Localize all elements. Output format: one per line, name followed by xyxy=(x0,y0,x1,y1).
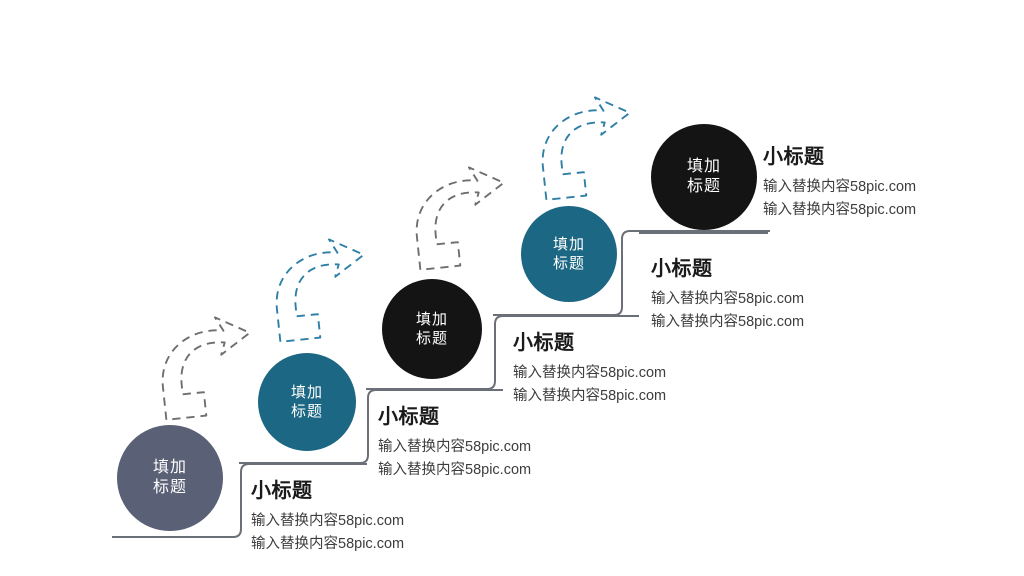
connector-step-1 xyxy=(112,463,367,538)
step-text-4-line-1: 输入替换内容58pic.com xyxy=(651,291,805,307)
step-circle-4[interactable]: 填加 标题 xyxy=(521,206,617,302)
step-text-3: 小标题 输入替换内容58pic.com 输入替换内容58pic.com xyxy=(513,326,666,409)
step-text-5-line-1: 输入替换内容58pic.com xyxy=(763,179,917,195)
step-text-5-line-2: 输入替换内容58pic.com xyxy=(763,202,917,219)
arrow-2 xyxy=(269,235,373,343)
step-text-1-line-1: 输入替换内容58pic.com xyxy=(251,513,405,529)
step-circle-4-line-2: 标题 xyxy=(552,255,585,272)
step-text-5-heading: 小标题 xyxy=(763,146,825,168)
step-circle-2-line-2: 标题 xyxy=(290,403,323,420)
step-text-4-heading: 小标题 xyxy=(651,258,713,280)
arrow-1 xyxy=(155,313,259,421)
step-circle-2[interactable]: 填加 标题 xyxy=(258,353,356,451)
step-circle-1-line-1: 填加 xyxy=(152,458,187,476)
step-circle-1[interactable]: 填加 标题 xyxy=(117,425,223,531)
step-text-3-line-2: 输入替换内容58pic.com xyxy=(513,388,667,405)
step-text-4-line-2: 输入替换内容58pic.com xyxy=(651,314,805,331)
connector-step-4 xyxy=(493,230,770,316)
step-text-3-heading: 小标题 xyxy=(513,332,575,354)
step-text-3-line-1: 输入替换内容58pic.com xyxy=(513,365,667,381)
step-text-1-line-2: 输入替换内容58pic.com xyxy=(251,536,405,553)
arrow-3 xyxy=(409,163,513,271)
arrow-4 xyxy=(535,93,639,201)
step-text-4: 小标题 输入替换内容58pic.com 输入替换内容58pic.com xyxy=(651,252,804,335)
step-text-2-line-1: 输入替换内容58pic.com xyxy=(378,439,532,455)
step-text-2-heading: 小标题 xyxy=(378,406,440,428)
connector-step-3 xyxy=(366,315,639,390)
step-circle-5-line-2: 标题 xyxy=(686,178,721,195)
step-text-1-heading: 小标题 xyxy=(251,480,313,502)
step-circle-3-line-2: 标题 xyxy=(415,330,448,347)
step-text-5: 小标题 输入替换内容58pic.com 输入替换内容58pic.com xyxy=(763,140,916,223)
step-circle-2-line-1: 填加 xyxy=(290,383,323,401)
step-circle-3[interactable]: 填加 标题 xyxy=(382,279,482,379)
step-text-2: 小标题 输入替换内容58pic.com 输入替换内容58pic.com xyxy=(378,400,531,483)
step-circle-5-line-1: 填加 xyxy=(686,157,721,175)
step-circle-3-line-1: 填加 xyxy=(415,310,448,328)
step-circle-5[interactable]: 填加 标题 xyxy=(651,124,757,230)
connector-step-2 xyxy=(239,389,503,464)
step-circle-1-line-2: 标题 xyxy=(152,479,187,496)
step-text-2-line-2: 输入替换内容58pic.com xyxy=(378,462,532,479)
step-circle-4-line-1: 填加 xyxy=(552,235,585,253)
step-text-1: 小标题 输入替换内容58pic.com 输入替换内容58pic.com xyxy=(251,474,404,557)
